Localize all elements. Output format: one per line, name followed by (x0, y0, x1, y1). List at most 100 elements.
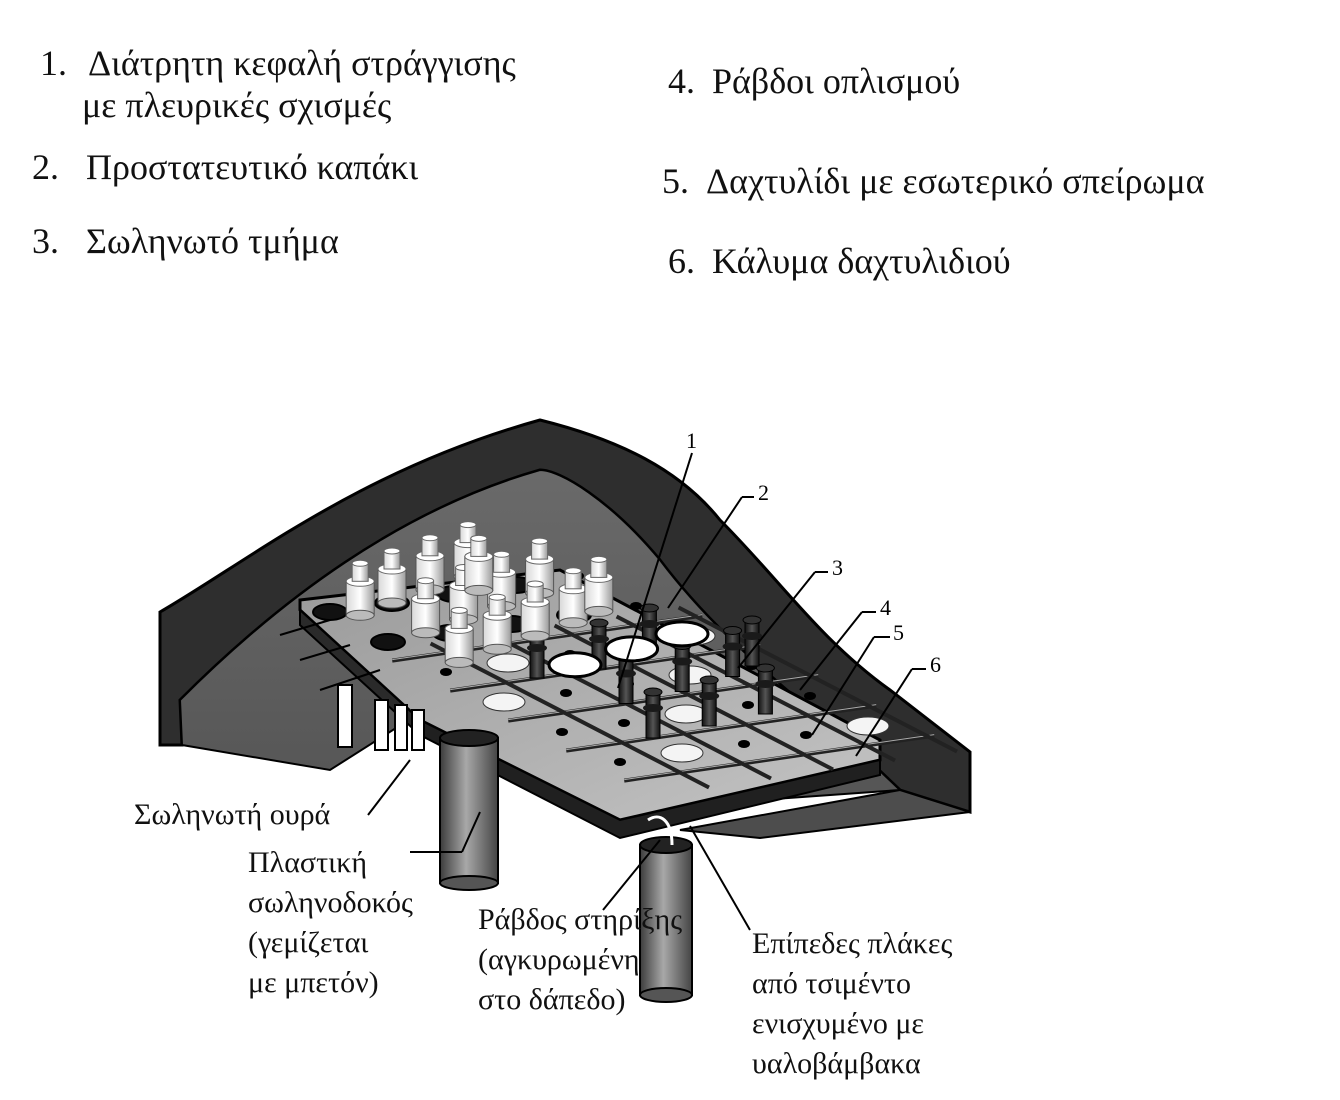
part-number-1: 1 (686, 428, 697, 453)
ring-cover (846, 716, 890, 736)
ring-cover (482, 692, 526, 712)
drain-head-cap-top (488, 593, 506, 601)
ring-hole (800, 731, 812, 739)
threaded-pin (757, 667, 773, 715)
pin-collar (616, 669, 636, 678)
legend-item-4: 4. Ράβδοι οπλισμού (668, 60, 960, 102)
callout-line: από τσιμέντο (752, 967, 911, 1000)
drain-head-base (345, 609, 375, 621)
drain-head (482, 614, 512, 650)
pin-top (742, 615, 762, 625)
callout-line: Επίπεδες πλάκες (752, 927, 953, 960)
pin-top (643, 687, 663, 697)
pin-top (699, 675, 719, 685)
legend-number: 5. (662, 161, 689, 201)
legend-number: 2. (32, 147, 59, 187)
legend-item-1: 1. Διάτρητη κεφαλή στράγγισης με πλευρικ… (40, 42, 516, 126)
pin-collar (755, 680, 776, 688)
pin-top (755, 663, 775, 673)
ring-hole (556, 728, 568, 736)
drain-head-cap-top (417, 577, 435, 585)
drain-head-cap-top (564, 567, 582, 575)
pin-collar (699, 692, 720, 700)
open-tube (604, 635, 660, 663)
part-number-3: 3 (832, 555, 843, 580)
callout-flat-slabs: Επίπεδες πλάκες από τσιμέντο ενισχυμένο … (752, 924, 952, 1084)
pin-collar (639, 620, 660, 628)
drain-head-cap-top (450, 606, 468, 614)
open-tube (547, 651, 603, 679)
floor-strip (679, 788, 971, 840)
part-number-4: 4 (880, 595, 891, 620)
rebar (429, 641, 710, 790)
threaded-pin (701, 679, 717, 727)
drain-head-cap-top (590, 555, 608, 563)
drain-head (464, 555, 494, 591)
pin-top (639, 603, 659, 613)
callout-leaders (367, 759, 751, 931)
ring-hole (738, 740, 750, 748)
callout-line: Πλαστική (248, 846, 368, 879)
legend-text: Ράβδοι οπλισμού (712, 61, 961, 101)
drain-hole (312, 603, 348, 621)
legend-item-5: 5. Δαχτυλίδι με εσωτερικό σπείρωμα (662, 160, 1205, 202)
callout-support-rod: Ράβδος στηρίξης (αγκυρωμένη στο δάπεδο) (478, 900, 682, 1020)
callout-tube-tail: Σωληνωτή ουρά (134, 795, 330, 835)
part-number-2: 2 (758, 480, 769, 505)
legend-text: με πλευρικές σχισμές (82, 85, 392, 125)
open-tube (654, 620, 710, 648)
legend-number: 3. (32, 221, 59, 261)
ring-hole (440, 668, 452, 676)
legend-number: 6. (668, 241, 695, 281)
ring-hole (560, 689, 572, 697)
drain-head-cap-top (459, 521, 477, 529)
callout-plastic-beam: Πλαστική σωληνοδοκός (γεμίζεται με μπετό… (248, 843, 413, 1003)
drain-head-cap-top (470, 534, 488, 542)
callout-line: σωληνοδοκός (248, 886, 413, 919)
drain-head-base (377, 597, 407, 609)
part-number-5: 5 (893, 620, 904, 645)
part-number-6: 6 (930, 652, 941, 677)
legend-number: 1. (40, 43, 67, 83)
drain-hole (370, 633, 406, 651)
drain-head-base (584, 605, 614, 617)
callout-line: στο δάπεδο) (478, 983, 626, 1016)
drain-head-cap-top (383, 547, 401, 555)
drain-head (584, 576, 614, 612)
drainage-heads (345, 521, 710, 679)
threaded-rings (527, 603, 776, 739)
rebar (565, 703, 877, 753)
drain-head-base (444, 656, 474, 668)
ring-hole (618, 719, 630, 727)
pin-top (589, 618, 609, 628)
threaded-pin (674, 645, 690, 692)
drain-head-base (558, 617, 588, 629)
pin-collar (742, 632, 762, 640)
callout-line: ενισχυμένο με (752, 1007, 925, 1040)
drain-head-cap-top (526, 580, 544, 588)
drain-head-cap-top (421, 534, 439, 542)
legend-number: 4. (668, 61, 695, 101)
plastic-tube-beam-left (439, 729, 499, 891)
ring-hole (742, 701, 754, 709)
ring-hole (630, 602, 642, 610)
callout-line: (αγκυρωμένη (478, 943, 640, 976)
threaded-pin (645, 691, 661, 739)
ring-hole (614, 758, 626, 766)
rebar (623, 733, 935, 783)
drain-head-base (482, 643, 512, 655)
drain-head (520, 601, 550, 637)
callout-tube-tail-text: Σωληνωτή ουρά (134, 798, 331, 831)
ring-cover (486, 653, 530, 673)
drain-head-base (411, 627, 441, 639)
threaded-pin (725, 630, 741, 677)
plastic-tube-beam-right (639, 815, 693, 1003)
pin-collar (672, 657, 693, 666)
callout-line: (γεμίζεται (248, 926, 369, 959)
callout-line: υαλοβάμβακα (752, 1047, 921, 1080)
legend-text: Δαχτυλίδι με εσωτερικό σπείρωμα (706, 161, 1205, 201)
drain-head-base (520, 630, 550, 642)
pin-collar (722, 642, 743, 651)
pin-collar (527, 644, 547, 652)
